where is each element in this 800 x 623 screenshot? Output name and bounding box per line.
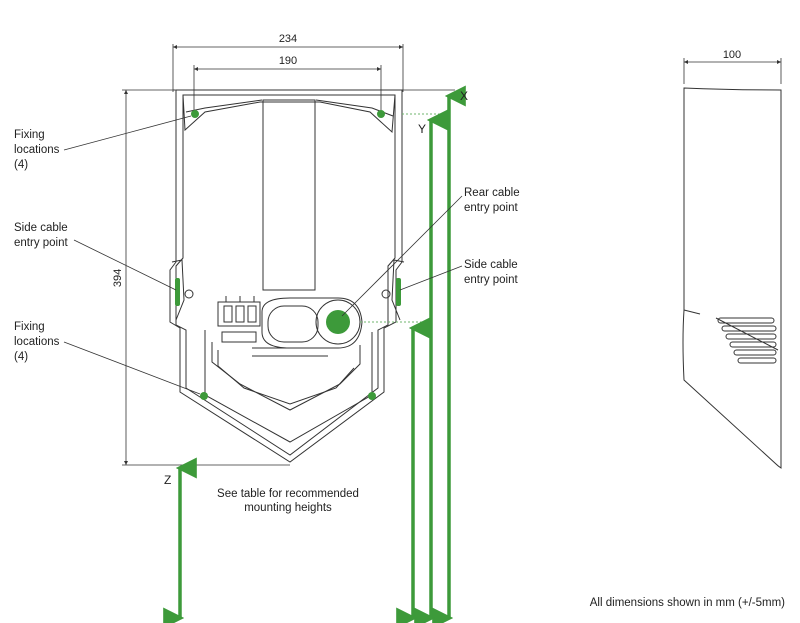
fixing-points bbox=[191, 110, 385, 400]
footer-note: All dimensions shown in mm (+/-5mm) bbox=[590, 597, 785, 609]
fixing-point-bottom-right bbox=[368, 392, 376, 400]
side-cable-entry-right bbox=[396, 278, 401, 306]
guide-lines bbox=[360, 113, 448, 323]
back-plate bbox=[169, 89, 405, 463]
svg-text:Fixing: Fixing bbox=[14, 321, 45, 333]
fixing-point-top-right bbox=[377, 110, 385, 118]
dimension-100-label: 100 bbox=[723, 49, 741, 61]
height-arrows bbox=[163, 85, 466, 623]
svg-text:locations: locations bbox=[14, 336, 60, 348]
svg-text:entry point: entry point bbox=[464, 274, 519, 286]
side-cable-entry-left bbox=[175, 278, 180, 306]
svg-text:(4): (4) bbox=[14, 159, 28, 171]
svg-text:locations: locations bbox=[14, 144, 60, 156]
svg-text:entry point: entry point bbox=[464, 202, 519, 214]
svg-text:Side cable: Side cable bbox=[14, 222, 68, 234]
axis-label-z: Z bbox=[164, 473, 171, 487]
svg-text:Rear cable: Rear cable bbox=[464, 187, 520, 199]
axis-label-y: Y bbox=[418, 122, 426, 136]
rear-cable-entry-point bbox=[326, 310, 350, 334]
dimension-394-label: 394 bbox=[112, 269, 124, 287]
callout-fixing-top: Fixing locations (4) bbox=[14, 115, 192, 171]
fixing-point-top-left bbox=[191, 110, 199, 118]
callout-rear-cable: Rear cable entry point bbox=[341, 187, 520, 317]
dimension-190 bbox=[193, 65, 382, 112]
dimension-190-label: 190 bbox=[279, 55, 297, 67]
side-view bbox=[682, 87, 782, 469]
dimension-234 bbox=[172, 44, 404, 92]
mounting-note-line-2: mounting heights bbox=[244, 502, 332, 514]
dimension-100 bbox=[683, 58, 782, 84]
callout-fixing-bottom: Fixing locations (4) bbox=[14, 321, 201, 395]
callout-side-cable-left: Side cable entry point bbox=[14, 222, 177, 291]
dimension-394 bbox=[122, 89, 290, 466]
svg-text:(4): (4) bbox=[14, 351, 28, 363]
mounting-note-line-1: See table for recommended bbox=[217, 488, 359, 500]
dimension-234-label: 234 bbox=[279, 33, 297, 45]
axis-label-x: X bbox=[460, 89, 468, 103]
svg-text:Side cable: Side cable bbox=[464, 259, 518, 271]
svg-text:entry point: entry point bbox=[14, 237, 69, 249]
fixing-point-bottom-left bbox=[200, 392, 208, 400]
svg-text:Fixing: Fixing bbox=[14, 129, 45, 141]
callout-side-cable-right: Side cable entry point bbox=[399, 259, 519, 291]
